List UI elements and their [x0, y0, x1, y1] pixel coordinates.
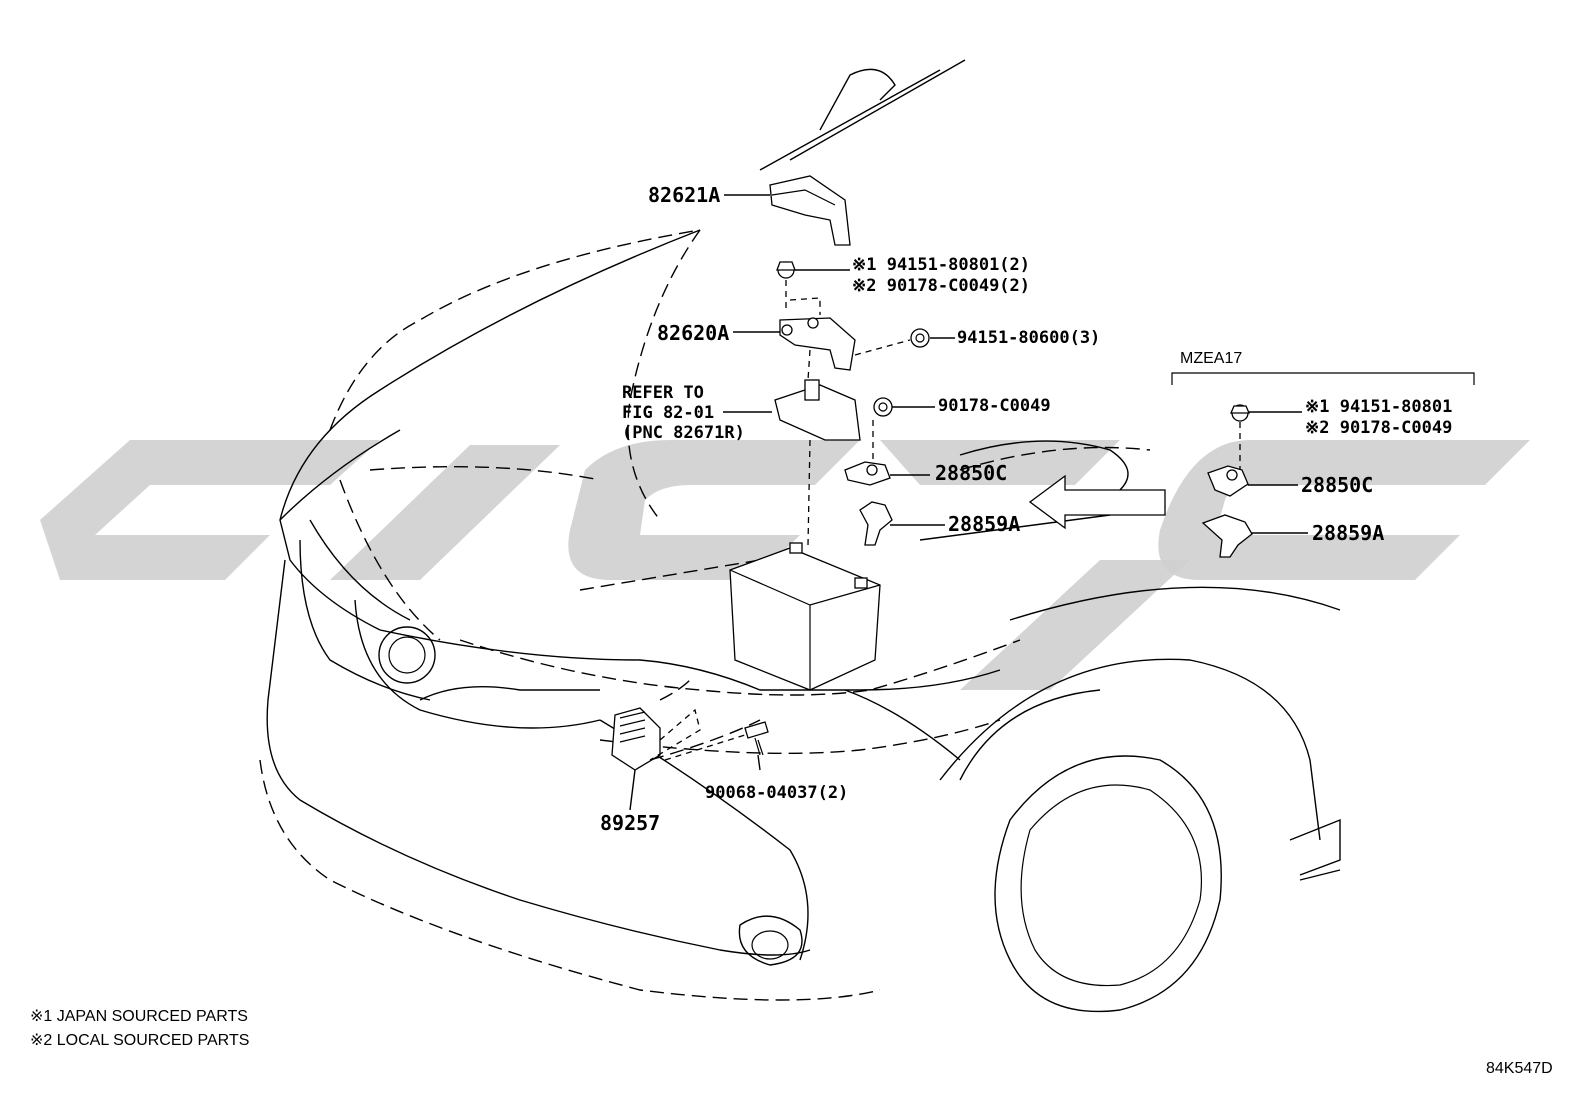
label-28850C[interactable]: 28850C — [935, 461, 1007, 485]
diagram-code: 84K547D — [1486, 1060, 1553, 1077]
label-89257[interactable]: 89257 — [600, 811, 660, 835]
battery — [729, 542, 881, 691]
part-fuse-block — [774, 379, 861, 441]
label-bolt-94151-80801[interactable]: ※1 94151-80801(2) — [852, 255, 1030, 275]
inset-part-28859A — [1201, 514, 1308, 558]
inset-label-28850C[interactable]: 28850C — [1301, 473, 1373, 497]
inset-part-28850C — [1207, 465, 1298, 497]
footnote-local-sourced: ※2 LOCAL SOURCED PARTS — [30, 1032, 249, 1049]
label-90178-C0049[interactable]: 90178-C0049 — [938, 396, 1051, 416]
label-refer-line2: FIG 82-01 — [622, 403, 714, 423]
label-82620A[interactable]: 82620A — [657, 321, 729, 345]
car-outline — [266, 59, 1341, 1013]
part-82621A-cover — [769, 175, 851, 246]
label-refer-line3[interactable]: (PNC 82671R) — [622, 423, 745, 443]
inset-label-90178-C0049[interactable]: ※2 90178-C0049 — [1305, 418, 1452, 438]
nut-90178-C0049 — [873, 397, 893, 417]
label-refer-line1: REFER TO — [622, 383, 704, 403]
part-28850C-terminal — [844, 461, 891, 486]
part-82620A-bracket — [779, 317, 856, 371]
nut-94151-80600 — [910, 328, 930, 348]
label-94151-80600[interactable]: 94151-80600(3) — [957, 328, 1100, 348]
footnote-japan-sourced: ※1 JAPAN SOURCED PARTS — [30, 1008, 248, 1025]
inset-title: MZEA17 — [1180, 350, 1242, 367]
engine-bay-outline — [259, 229, 1151, 1001]
inset-bolt — [1230, 404, 1302, 470]
bolt-82620A — [776, 261, 796, 279]
label-bolt-90178-C0049[interactable]: ※2 90178-C0049(2) — [852, 276, 1030, 296]
inset-label-94151-80801[interactable]: ※1 94151-80801 — [1305, 397, 1452, 417]
inset-label-28859A[interactable]: 28859A — [1312, 521, 1384, 545]
view-arrow — [1028, 474, 1166, 530]
leader-lines — [629, 194, 955, 811]
part-89257-module — [611, 707, 661, 771]
part-28859A-clamp — [859, 501, 893, 546]
label-90068-04037[interactable]: 90068-04037(2) — [705, 783, 848, 803]
label-82621A[interactable]: 82621A — [648, 183, 720, 207]
inset-bracket — [1171, 372, 1475, 385]
bolt-90068-04037 — [744, 721, 769, 756]
label-28859A[interactable]: 28859A — [948, 512, 1020, 536]
